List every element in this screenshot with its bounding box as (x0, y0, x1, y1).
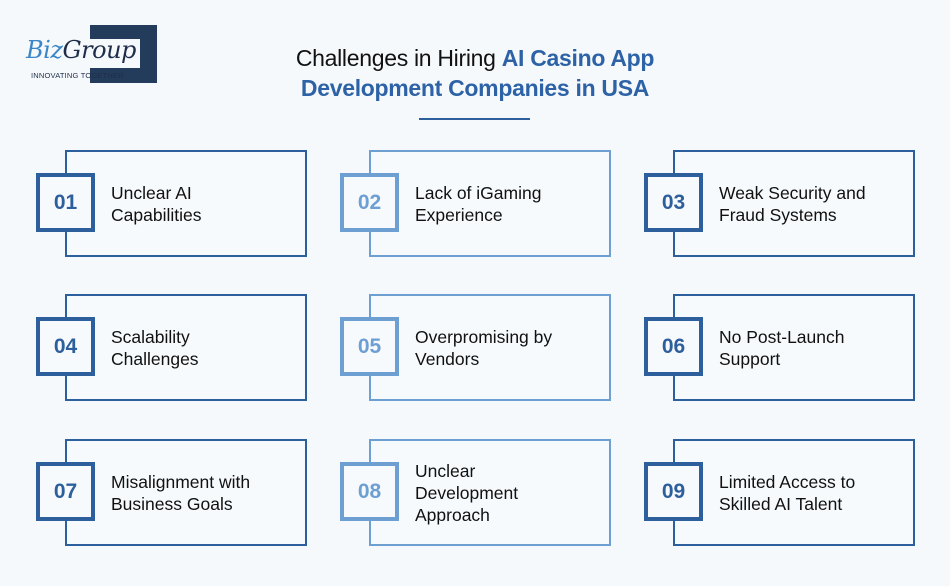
challenge-label: Overpromising by Vendors (415, 326, 553, 369)
challenge-label: Unclear Development Approach (415, 460, 519, 525)
challenge-card-08: 08 Unclear Development Approach (340, 439, 611, 546)
challenge-card-09: 09 Limited Access to Skilled AI Talent (644, 439, 915, 546)
challenge-card-04: 04 Scalability Challenges (36, 294, 307, 401)
challenge-number-badge: 05 (340, 317, 399, 376)
challenge-label: Limited Access to Skilled AI Talent (719, 471, 856, 514)
challenge-label: Misalignment with Business Goals (111, 471, 251, 514)
challenge-label: Scalability Challenges (111, 326, 199, 369)
challenge-number-badge: 01 (36, 173, 95, 232)
challenge-label: Weak Security and Fraud Systems (719, 182, 866, 225)
challenge-number-badge: 09 (644, 462, 703, 521)
challenge-card-05: 05 Overpromising by Vendors (340, 294, 611, 401)
challenge-number-badge: 07 (36, 462, 95, 521)
challenge-number-badge: 03 (644, 173, 703, 232)
challenge-card-03: 03 Weak Security and Fraud Systems (644, 150, 915, 257)
challenge-number-badge: 08 (340, 462, 399, 521)
challenge-number-badge: 04 (36, 317, 95, 376)
challenge-card-07: 07 Misalignment with Business Goals (36, 439, 307, 546)
challenge-number-badge: 02 (340, 173, 399, 232)
logo-wordmark: BizGroup (26, 36, 136, 64)
page-title: Challenges in Hiring AI Casino App Devel… (295, 45, 655, 101)
challenge-label: Unclear AI Capabilities (111, 182, 202, 225)
challenge-card-02: 02 Lack of iGaming Experience (340, 150, 611, 257)
bizgroup-logo: BizGroup INNOVATING TOGETHER (22, 24, 158, 84)
challenge-card-06: 06 No Post-Launch Support (644, 294, 915, 401)
challenge-card-01: 01 Unclear AI Capabilities (36, 150, 307, 257)
title-underline-divider (419, 118, 530, 120)
challenge-label: No Post-Launch Support (719, 326, 845, 369)
challenge-number-badge: 06 (644, 317, 703, 376)
logo-tagline: INNOVATING TOGETHER (31, 71, 124, 80)
challenge-label: Lack of iGaming Experience (415, 182, 542, 225)
